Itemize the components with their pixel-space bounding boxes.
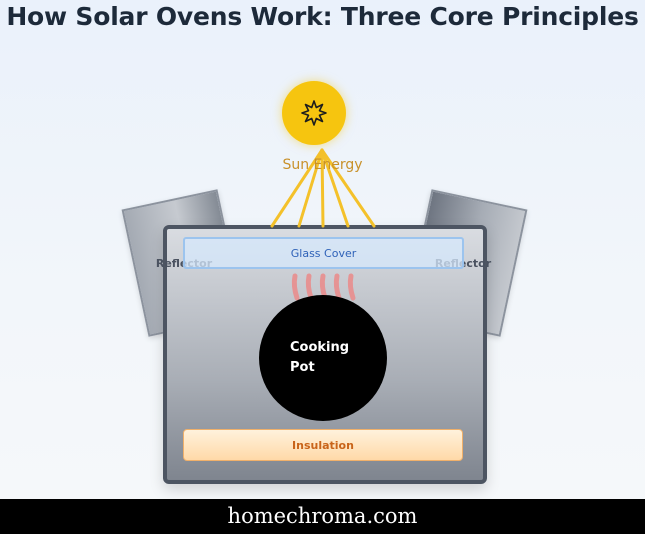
cooking-pot: Cooking Pot xyxy=(259,295,387,421)
heat-wave xyxy=(333,273,342,301)
sun-ray xyxy=(297,148,324,228)
insulation-label: Insulation xyxy=(292,438,354,452)
sun-ray xyxy=(320,148,325,228)
cooking-pot-label: Cooking Pot xyxy=(290,340,350,375)
heat-wave xyxy=(347,273,356,301)
glass-cover: Glass Cover xyxy=(183,237,464,269)
sun-icon xyxy=(301,100,327,126)
sun-energy-label: Sun Energy xyxy=(282,157,363,173)
sun-ray xyxy=(270,148,324,228)
page-title: How Solar Ovens Work: Three Core Princip… xyxy=(6,2,639,31)
sun-ray xyxy=(320,148,350,228)
insulation-layer: Insulation xyxy=(183,429,463,461)
heat-wave xyxy=(291,273,300,301)
sun-ray xyxy=(320,148,376,228)
heat-wave xyxy=(305,273,314,301)
footer-watermark: homechroma.com xyxy=(0,499,645,534)
sun xyxy=(282,81,346,145)
glass-cover-label: Glass Cover xyxy=(290,246,357,260)
